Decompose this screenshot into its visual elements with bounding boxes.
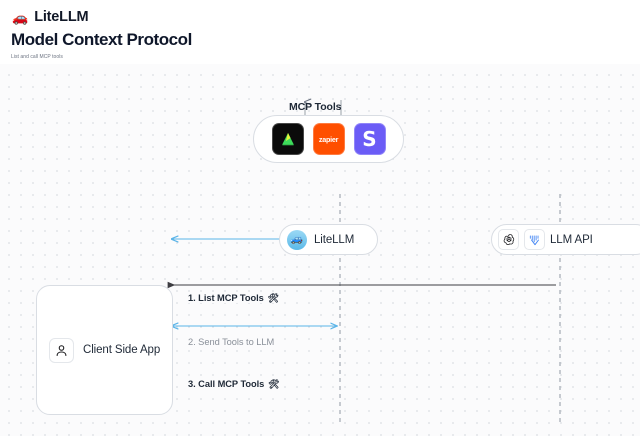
vertex-ai-icon — [524, 229, 545, 250]
node-client-side-app[interactable]: Client Side App — [36, 285, 173, 415]
user-glyph-icon — [56, 344, 67, 356]
node-litellm[interactable]: 🚙 LiteLLM — [279, 224, 378, 255]
slack-tool-icon[interactable]: S — [353, 123, 386, 155]
brand: 🚗 LiteLLM — [12, 7, 89, 27]
edge-label-2-text: 2. Send Tools to LLM — [188, 337, 275, 347]
anthropic-glyph-icon — [281, 133, 294, 146]
node-client-side-app-label: Client Side App — [83, 344, 161, 356]
edge-label-call-mcp-tools: 3. Call MCP Tools 🛠 — [186, 379, 282, 389]
litellm-logo-icon: 🚗 — [12, 9, 29, 25]
user-icon — [49, 337, 74, 363]
edge-label-1-text: 1. List MCP Tools — [188, 293, 264, 303]
anthropic-tool-icon[interactable] — [271, 123, 304, 155]
slack-letter: S — [362, 127, 377, 151]
tools-icon: 🛠 — [267, 292, 280, 303]
edge-label-list-mcp-tools: 1. List MCP Tools 🛠 — [186, 292, 282, 303]
page-subtitle: List and call MCP tools — [11, 54, 63, 60]
openai-icon — [498, 229, 519, 250]
openai-glyph-icon — [503, 233, 514, 245]
vertex-glyph-icon — [529, 234, 539, 245]
diagram-canvas[interactable]: MCP Tools zapier S 🚙 LiteLLM — [0, 64, 640, 436]
node-llm-api-label: LLM API — [550, 233, 593, 246]
zapier-wordmark: zapier — [318, 134, 339, 144]
node-litellm-label: LiteLLM — [314, 233, 355, 246]
mcp-tools-group-label: MCP Tools — [289, 101, 342, 113]
zapier-tool-icon[interactable]: zapier — [312, 123, 345, 155]
tools-icon: 🛠 — [268, 378, 280, 389]
edge-label-3-text: 3. Call MCP Tools — [188, 379, 265, 389]
node-llm-api[interactable]: LLM API — [491, 224, 640, 255]
edge-label-send-tools-to-llm: 2. Send Tools to LLM — [186, 337, 277, 347]
mcp-tools-group[interactable]: zapier S — [253, 115, 404, 163]
litellm-node-icon: 🚙 — [287, 229, 307, 250]
page-title: Model Context Protocol — [11, 30, 192, 49]
brand-name: LiteLLM — [34, 9, 89, 25]
